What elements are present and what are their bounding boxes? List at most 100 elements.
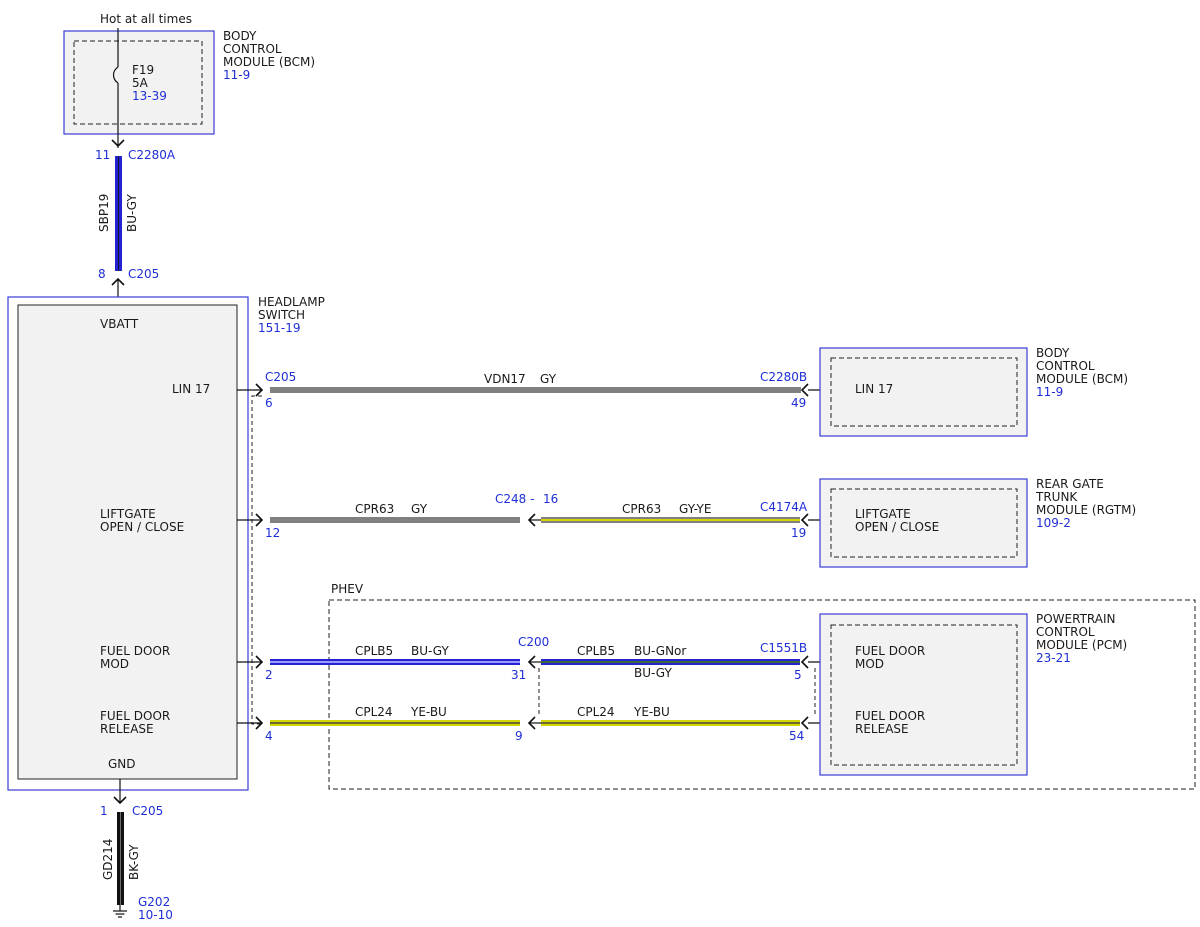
connector-chevron-icon xyxy=(255,716,264,730)
rgtm-ref[interactable]: 109-2 xyxy=(1036,516,1071,530)
bcm-top-name-line1: BODY xyxy=(223,29,257,43)
fuel-release-left-pin: 4 xyxy=(265,729,273,743)
headlamp-switch-name-line2: SWITCH xyxy=(258,308,305,322)
lin17-pin-label: LIN 17 xyxy=(172,382,210,396)
pcm-pin1-label-line1: FUEL DOOR xyxy=(855,644,925,658)
pcm-name-line3: MODULE (PCM) xyxy=(1036,638,1127,652)
bcm-top-module xyxy=(63,30,215,135)
connector-chevron-icon xyxy=(113,796,127,805)
fuel-mod-right-circuit: CPLB5 xyxy=(577,644,615,658)
fuel-mod-left-color: BU-GY xyxy=(411,644,449,658)
vbatt-pin-label: VBATT xyxy=(100,317,139,331)
phev-label: PHEV xyxy=(331,582,364,596)
sbp19-bottom-pin: 8 xyxy=(98,267,106,281)
connector-chevron-icon xyxy=(255,655,264,669)
fuse-name: F19 xyxy=(132,63,154,77)
gd214-color: BK-GY xyxy=(127,844,141,880)
pcm-pin1-label-line2: MOD xyxy=(855,657,884,671)
liftgate-left-pin: 12 xyxy=(265,526,280,540)
liftgate-pin-label-line1: LIFTGATE xyxy=(100,507,156,521)
phev-region xyxy=(328,599,1196,790)
fuel-mod-pin-label-line2: MOD xyxy=(100,657,129,671)
c205-connector-bracket xyxy=(251,395,262,725)
ground-page[interactable]: 10-10 xyxy=(138,908,173,922)
rgtm-name-line3: MODULE (RGTM) xyxy=(1036,503,1136,517)
fuel-release-pin-label-line1: FUEL DOOR xyxy=(100,709,170,723)
rgtm-module xyxy=(819,478,1028,568)
liftgate-left-color: GY xyxy=(411,502,428,516)
liftgate-right-connector[interactable]: C4174A xyxy=(760,500,808,514)
rgtm-name-line2: TRUNK xyxy=(1035,490,1078,504)
connector-chevron-icon xyxy=(255,513,264,527)
fuel-release-left-color: YE-BU xyxy=(410,705,447,719)
connector-chevron-icon xyxy=(111,139,125,148)
bcm-top-ref[interactable]: 11-9 xyxy=(223,68,250,82)
sbp19-color: BU-GY xyxy=(125,194,139,232)
lin-left-pin: 6 xyxy=(265,396,273,410)
liftgate-inline-pin: 16 xyxy=(543,492,558,506)
rgtm-name-line1: REAR GATE xyxy=(1036,477,1104,491)
pcm-ref[interactable]: 23-21 xyxy=(1036,651,1071,665)
liftgate-right-pin: 19 xyxy=(791,526,806,540)
lin-left-connector[interactable]: C205 xyxy=(265,370,296,384)
gd214-circuit: GD214 xyxy=(101,839,115,880)
headlamp-switch-ref[interactable]: 151-19 xyxy=(258,321,301,335)
liftgate-inline-connector[interactable]: C248 - xyxy=(495,492,534,506)
rgtm-pin-label-line2: OPEN / CLOSE xyxy=(855,520,939,534)
fuse-rating: 5A xyxy=(132,76,149,90)
ground-pin: 1 xyxy=(100,804,108,818)
connector-chevron-icon xyxy=(800,716,809,730)
fuel-mod-right-connector[interactable]: C1551B xyxy=(760,641,807,655)
fuse-ref[interactable]: 13-39 xyxy=(132,89,167,103)
sbp19-top-connector[interactable]: C2280A xyxy=(128,148,176,162)
bcm-top-name-line2: CONTROL xyxy=(223,42,282,56)
liftgate-right-circuit: CPR63 xyxy=(622,502,661,516)
connector-chevron-icon xyxy=(255,383,264,397)
rgtm-pin-label-line1: LIFTGATE xyxy=(855,507,911,521)
pcm-name-line1: POWERTRAIN xyxy=(1036,612,1116,626)
ground-connector[interactable]: C205 xyxy=(132,804,163,818)
connector-chevron-icon xyxy=(800,513,809,527)
fuel-mod-pin-label-line1: FUEL DOOR xyxy=(100,644,170,658)
fuel-release-inline-pin: 9 xyxy=(515,729,523,743)
liftgate-pin-label-line2: OPEN / CLOSE xyxy=(100,520,184,534)
bcm-right-pin-label: LIN 17 xyxy=(855,382,893,396)
fuel-release-right-pin: 54 xyxy=(789,729,804,743)
liftgate-left-circuit: CPR63 xyxy=(355,502,394,516)
bcm-right-ref[interactable]: 11-9 xyxy=(1036,385,1063,399)
pcm-module xyxy=(819,613,1028,776)
fuel-mod-inline-pin: 31 xyxy=(511,668,526,682)
bcm-right-module xyxy=(819,347,1028,437)
lin-right-connector[interactable]: C2280B xyxy=(760,370,807,384)
ground-symbol-icon xyxy=(113,905,127,918)
sbp19-bottom-connector[interactable]: C205 xyxy=(128,267,159,281)
headlamp-switch-module xyxy=(7,296,249,791)
lin-right-pin: 49 xyxy=(791,396,806,410)
fuel-release-left-circuit: CPL24 xyxy=(355,705,393,719)
fuel-mod-left-circuit: CPLB5 xyxy=(355,644,393,658)
pcm-pin2-label-line2: RELEASE xyxy=(855,722,909,736)
pcm-name-line2: CONTROL xyxy=(1036,625,1095,639)
bcm-right-name-line2: CONTROL xyxy=(1036,359,1095,373)
fuel-release-right-circuit: CPL24 xyxy=(577,705,615,719)
bcm-right-name-line3: MODULE (BCM) xyxy=(1036,372,1128,386)
fuel-mod-right-pin: 5 xyxy=(794,668,802,682)
connector-chevron-icon xyxy=(800,655,809,669)
lin-circuit: VDN17 xyxy=(484,372,526,386)
fuel-mod-left-pin: 2 xyxy=(265,668,273,682)
fuel-mod-inline-connector[interactable]: C200 xyxy=(518,635,549,649)
sbp19-top-pin: 11 xyxy=(95,148,110,162)
fuel-mod-right-color: BU-GNor xyxy=(634,644,686,658)
hot-at-all-times-label: Hot at all times xyxy=(100,12,192,26)
vdn17-wire xyxy=(270,387,801,393)
fuse-icon xyxy=(112,66,119,84)
lin-color: GY xyxy=(540,372,557,386)
liftgate-right-color: GY-YE xyxy=(679,502,711,516)
headlamp-switch-name-line1: HEADLAMP xyxy=(258,295,325,309)
ground-ref[interactable]: G202 xyxy=(138,895,170,909)
gnd-pin-label: GND xyxy=(108,757,136,771)
sbp19-circuit: SBP19 xyxy=(97,194,111,232)
connector-chevron-icon xyxy=(800,383,809,397)
fuel-release-pin-label-line2: RELEASE xyxy=(100,722,154,736)
